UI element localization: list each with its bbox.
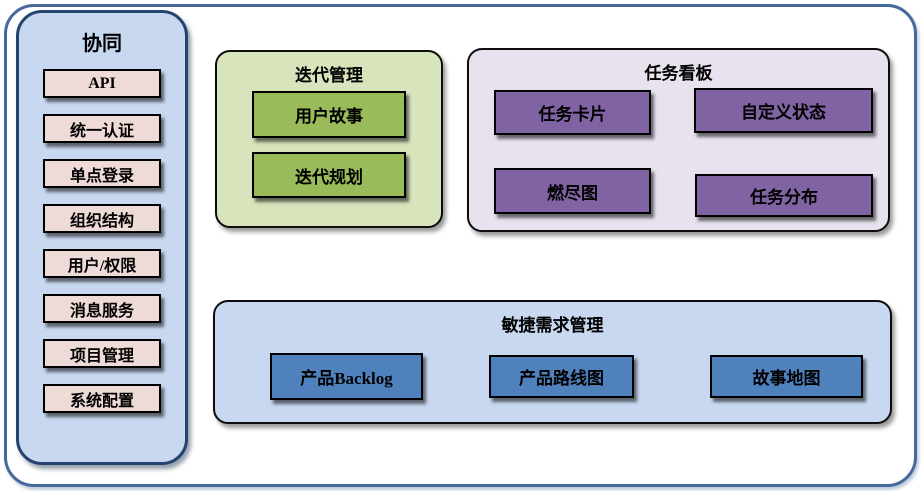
- sidebar-item-system-config: 系统配置: [43, 384, 161, 413]
- feature-box-product-backlog: 产品Backlog: [270, 353, 423, 400]
- group-task-board-title: 任务看板: [644, 64, 713, 83]
- sidebar-item-org-structure: 组织结构: [43, 204, 161, 233]
- feature-box-story-map: 故事地图: [710, 355, 863, 398]
- sidebar-item-unified-auth: 统一认证: [43, 114, 161, 143]
- collaboration-panel-items: API 统一认证 单点登录 组织结构 用户/权限 消息服务 项目管理 系统配置: [19, 69, 185, 413]
- feature-box-task-card: 任务卡片: [494, 90, 651, 135]
- sidebar-item-user-permissions: 用户/权限: [43, 249, 161, 278]
- group-agile-requirements-title: 敏捷需求管理: [501, 316, 604, 335]
- group-task-board: 任务看板 任务卡片 自定义状态 燃尽图 任务分布: [467, 48, 890, 232]
- feature-box-burndown-chart: 燃尽图: [494, 168, 651, 214]
- sidebar-item-message-service: 消息服务: [43, 294, 161, 323]
- group-iteration-title: 迭代管理: [295, 66, 363, 85]
- sidebar-item-project-management: 项目管理: [43, 339, 161, 368]
- feature-box-task-distribution: 任务分布: [695, 174, 873, 217]
- feature-box-custom-status: 自定义状态: [694, 88, 873, 133]
- collaboration-panel-title: 协同: [82, 33, 122, 55]
- feature-box-user-story: 用户故事: [252, 91, 406, 138]
- sidebar-item-api: API: [43, 69, 161, 98]
- group-agile-requirements: 敏捷需求管理 产品Backlog 产品路线图 故事地图: [213, 300, 892, 424]
- group-iteration-management: 迭代管理 用户故事 迭代规划: [215, 50, 443, 228]
- collaboration-panel: 协同 API 统一认证 单点登录 组织结构 用户/权限 消息服务 项目管理 系统…: [16, 10, 188, 465]
- feature-box-iteration-planning: 迭代规划: [252, 152, 406, 198]
- sidebar-item-sso: 单点登录: [43, 159, 161, 188]
- feature-box-product-roadmap: 产品路线图: [489, 355, 634, 398]
